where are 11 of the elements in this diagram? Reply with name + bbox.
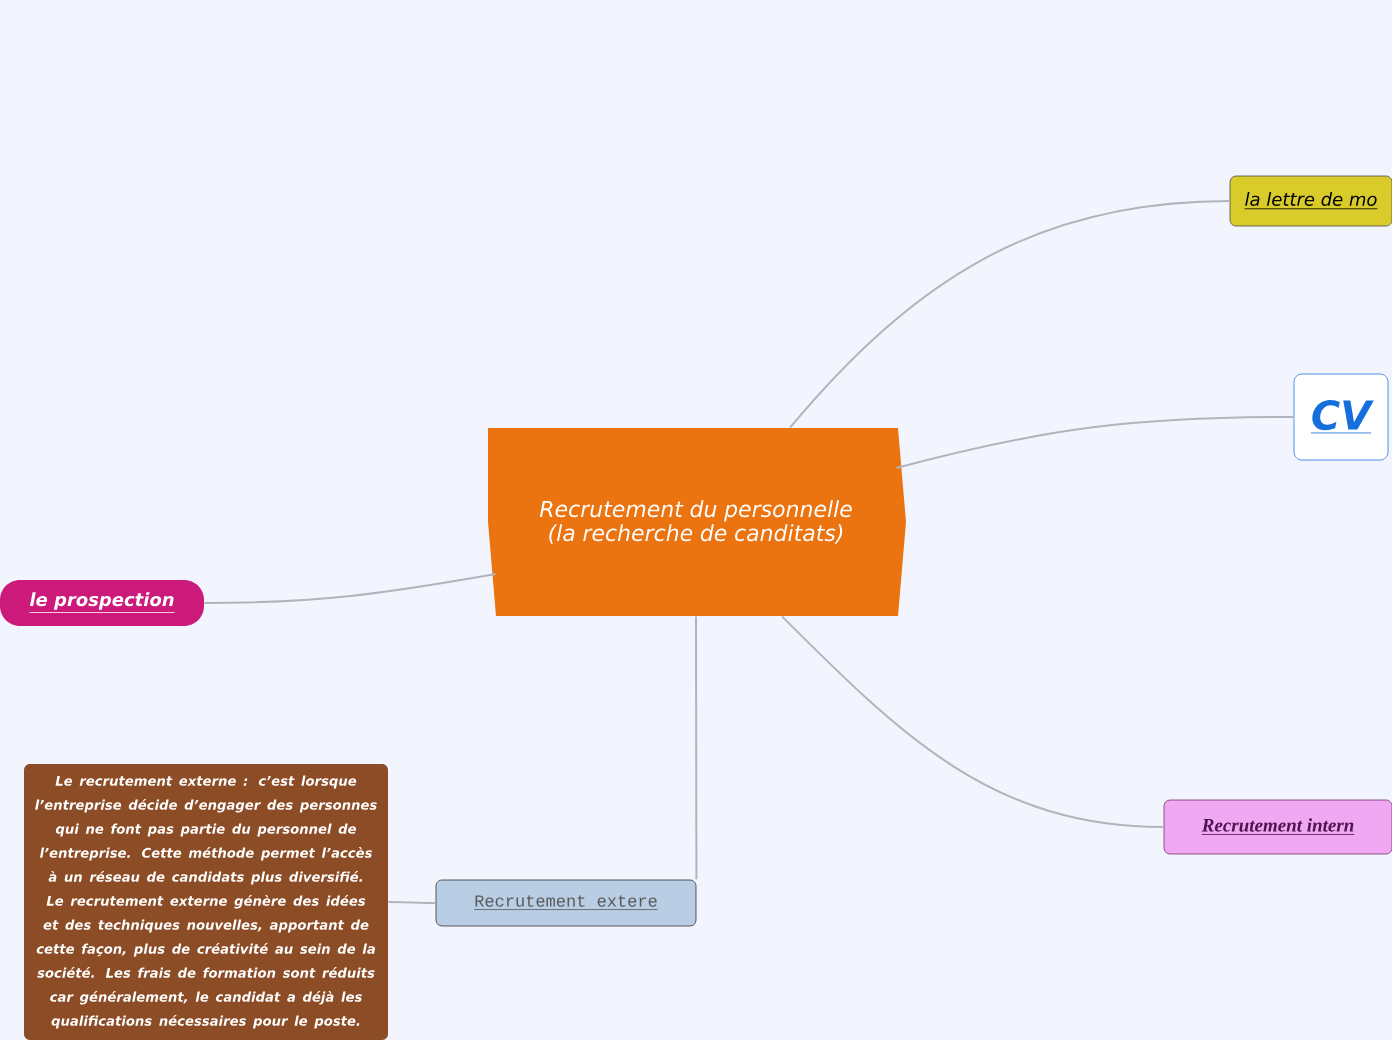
connector [789,200,1231,429]
topic-box: Recrutement intern [1163,799,1392,855]
connector [895,416,1295,469]
connector [387,901,437,904]
connector [203,573,497,604]
topic-box: le prospection [0,580,204,626]
connector [781,615,1165,828]
topic-box: Recrutement extere [435,879,697,927]
connector [695,615,698,881]
topic-box: CV [1293,373,1389,461]
topic-box: la lettre de mo [1229,175,1392,227]
